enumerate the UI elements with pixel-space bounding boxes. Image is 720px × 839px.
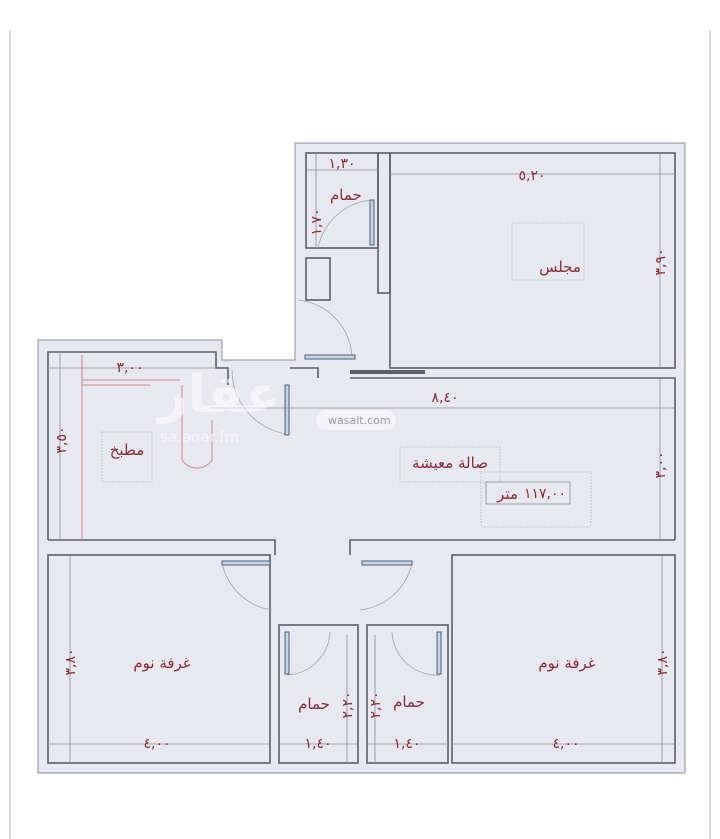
aqar-logo: عقار — [155, 365, 280, 425]
room-label-bedroom-left: غرفة نوم — [133, 654, 190, 672]
bath-right-room — [366, 624, 449, 764]
door-bath-right[interactable] — [436, 631, 442, 675]
door-swing — [359, 562, 413, 611]
door-swing — [286, 631, 331, 676]
bedroom-left-room — [47, 554, 271, 764]
door-swing — [391, 631, 441, 676]
bedroom-right-room — [451, 554, 676, 764]
door-bath-left[interactable] — [284, 631, 290, 675]
dim-bath-left-width: ١,٤٠ — [304, 736, 331, 752]
kitchen-counter-curve — [181, 385, 213, 469]
dim-majlis-width: ٥,٢٠ — [518, 168, 545, 184]
dim-living-width: ٨,٤٠ — [431, 390, 458, 406]
area-box — [485, 481, 571, 505]
wasalt-watermark: wasalt.com — [328, 414, 391, 427]
dim-bath-top-width: ١,٣٠ — [328, 156, 355, 172]
room-label-bedroom-right: غرفة نوم — [538, 654, 595, 672]
aqar-url-watermark: sa.aqar.fm — [160, 428, 239, 446]
door-swing — [231, 369, 287, 435]
door-swing — [317, 199, 373, 249]
dim-majlis-depth: ٣,٩٠ — [653, 248, 669, 275]
dim-bath-right-depth: ٢,٢٠ — [368, 691, 384, 718]
room-label-bath-right: حمام — [393, 693, 425, 711]
door-swing — [221, 562, 273, 611]
sliding-door[interactable] — [350, 370, 425, 374]
dim-bath-top-depth: ١,٧٠ — [309, 208, 325, 235]
kitchen-counter — [81, 355, 180, 540]
area-unit: متر — [496, 485, 518, 503]
area-value: ١١٧,٠٠ — [524, 486, 566, 502]
door-swing — [297, 299, 353, 358]
room-label-bath-left: حمام — [298, 695, 330, 713]
label-box — [480, 471, 592, 528]
plan-outline — [37, 142, 686, 774]
door-main[interactable] — [284, 384, 290, 436]
dim-bath-right-width: ١,٤٠ — [393, 736, 420, 752]
living-kitchen-walls — [47, 351, 676, 540]
closet — [305, 257, 331, 301]
dim-bedroom-right-width: ٤,٠٠ — [552, 736, 579, 752]
door-bath-top[interactable] — [369, 199, 375, 246]
bath-left-room — [278, 624, 359, 764]
room-label-majlis: مجلس — [539, 258, 581, 276]
room-label-kitchen: مطبخ — [110, 441, 145, 459]
wall-partition — [377, 152, 391, 294]
dim-bedroom-left-width: ٤,٠٠ — [143, 736, 170, 752]
dim-kitchen-width: ٣,٠٠ — [116, 360, 143, 376]
wasalt-badge — [316, 410, 396, 430]
room-label-living: صالة معيشة — [412, 454, 488, 472]
dim-living-depth: ٣,٠٠ — [653, 451, 669, 478]
label-box — [101, 431, 153, 483]
dim-kitchen-depth: ٣,٥٠ — [54, 426, 70, 453]
door-bedroom-left[interactable] — [221, 560, 271, 566]
dimension-lines — [48, 153, 675, 763]
label-box — [399, 446, 501, 483]
label-box — [511, 222, 585, 281]
door-entrance-majlis[interactable] — [304, 354, 356, 360]
dim-bedroom-right-depth: ٣,٨٠ — [655, 648, 671, 675]
room-label-bath-top: حمام — [330, 186, 362, 204]
dim-bath-left-depth: ٢,٢٠ — [340, 691, 356, 718]
dim-bedroom-left-depth: ٣,٨٠ — [63, 648, 79, 675]
door-bedroom-right[interactable] — [361, 560, 413, 566]
living-bottom-wall — [48, 539, 675, 555]
